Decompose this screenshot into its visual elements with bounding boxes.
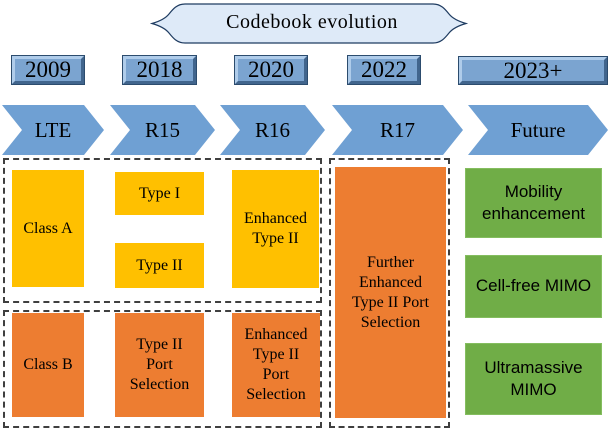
future-box-mobility-enhancement: Mobility enhancement [465, 168, 602, 238]
group-frame-r17-codebook [329, 158, 450, 428]
group-frame-type-i-ii-codebooks [3, 158, 322, 303]
year-badge-2020: 2020 [234, 55, 308, 85]
codebook-box-enhanced-type-ii: Enhanced Type II [232, 170, 319, 288]
year-badge-2022: 2022 [347, 55, 421, 85]
codebook-box-class-b: Class B [12, 313, 84, 417]
banner-scroll-shape [149, 3, 469, 44]
codebook-box-enhanced-type-ii-port-selection: Enhanced Type II Port Selection [232, 313, 320, 417]
era-chevron-lte: LTE [2, 105, 104, 155]
year-badge-2009: 2009 [11, 55, 85, 85]
diagram-title: Codebook evolution [226, 11, 398, 33]
era-chevron-r17: R17 [332, 105, 463, 155]
future-box-cell-free-mimo: Cell-free MIMO [465, 255, 602, 318]
era-chevron-r15: R15 [110, 105, 215, 155]
year-badge-2023plus: 2023+ [458, 56, 608, 85]
future-box-ultramassive-mimo: Ultramassive MIMO [465, 343, 602, 415]
codebook-box-type-ii-port-selection: Type II Port Selection [115, 313, 204, 417]
codebook-box-class-a: Class A [12, 170, 84, 287]
codebook-box-type-i: Type I [115, 172, 204, 215]
era-chevron-r16: R16 [220, 105, 325, 155]
codebook-box-further-enhanced-type-ii-port-selection: Further Enhanced Type II Port Selection [335, 167, 446, 418]
group-frame-port-selection-codebooks [3, 310, 322, 428]
era-chevron-future: Future [468, 105, 608, 155]
year-badge-2018: 2018 [122, 55, 197, 85]
codebook-box-type-ii: Type II [115, 243, 204, 288]
